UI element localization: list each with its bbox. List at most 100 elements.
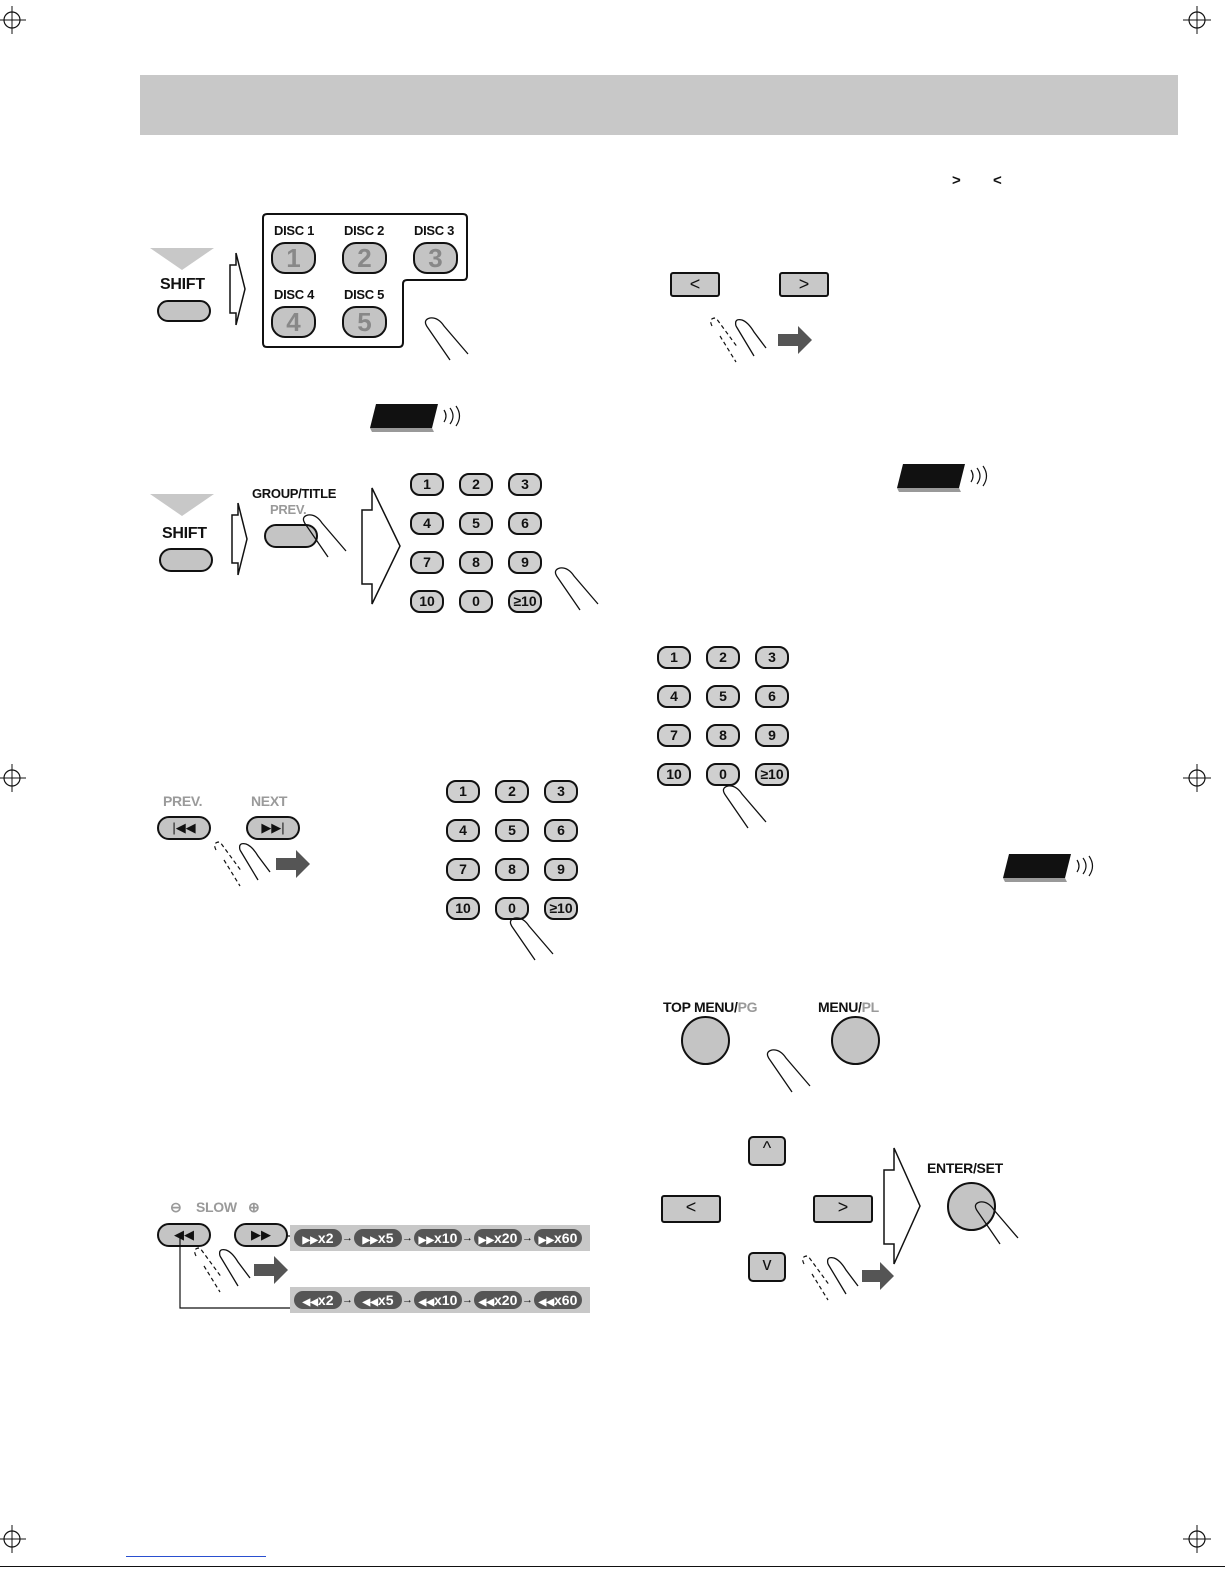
registration-mark-icon [1183,6,1211,34]
numpad-c-key-11[interactable]: ≥10 [544,897,578,920]
numpad-a-key-7[interactable]: 8 [459,551,493,574]
forward-glyph-icon: ▶▶ [362,1235,378,1246]
chevron-up-icon: ^ [762,1138,772,1158]
shift-button[interactable] [157,300,211,322]
forward-speed-0: ▶▶x2 [294,1229,342,1247]
reverse-speed-label: x10 [434,1292,458,1308]
remote-control-icon [370,404,461,432]
reverse-glyph-icon: ◀◀ [538,1297,555,1308]
numpad-c-key-6[interactable]: 7 [446,858,480,881]
forward-glyph-icon: ▶▶ [538,1235,555,1246]
numpad-b-key-4[interactable]: 5 [706,685,740,708]
numpad-b-key-8[interactable]: 9 [755,724,789,747]
disc-4-button[interactable]: 4 [271,306,316,338]
disc-4-label: DISC 4 [274,287,315,302]
numpad-b-key-6[interactable]: 7 [657,724,691,747]
slow-label: SLOW [196,1199,237,1215]
registration-mark-icon [1183,764,1211,792]
menu-button[interactable] [831,1016,880,1065]
step-arrow-icon [229,252,246,326]
arrow-icon: → [462,1232,473,1244]
cursor-down-button[interactable]: v [748,1252,786,1282]
numpad-b-key-3[interactable]: 4 [657,685,691,708]
finger-icon [554,567,599,611]
shift-button[interactable] [159,548,213,572]
disc-5-button[interactable]: 5 [342,306,387,338]
numpad-c-key-3[interactable]: 4 [446,819,480,842]
cursor-left-button[interactable]: < [670,272,720,297]
numpad-b-key-7[interactable]: 8 [706,724,740,747]
chevron-down-icon: v [762,1254,772,1274]
forward-glyph-icon: ▶▶ [302,1235,318,1246]
reverse-glyph-icon: ◀◀ [302,1297,318,1308]
numpad-a-key-9[interactable]: 10 [410,590,444,613]
numpad-b-key-1[interactable]: 2 [706,646,740,669]
numpad-a-key-3[interactable]: 4 [410,512,444,535]
enter-set-button[interactable] [947,1182,996,1231]
reverse-speed-0: ◀◀x2 [294,1291,342,1309]
finger-icon [974,1201,1019,1245]
reverse-glyph-icon: ◀◀ [418,1297,435,1308]
numpad-b-key-5[interactable]: 6 [755,685,789,708]
forward-speed-1: ▶▶x5 [354,1229,402,1247]
numpad-c-key-8[interactable]: 9 [544,858,578,881]
disc-2-button[interactable]: 2 [342,242,387,274]
forward-glyph-icon: ▶▶ [418,1235,435,1246]
finger-icon [302,514,347,558]
disc-3-label: DISC 3 [414,223,455,238]
disc-5-label: DISC 5 [344,287,385,302]
forward-glyph-icon: ▶▶ [478,1235,495,1246]
rewind-button[interactable]: ◀◀ [157,1223,211,1247]
link-underline [126,1556,266,1557]
group-prev-button[interactable] [264,524,318,548]
numpad-c-key-10[interactable]: 0 [495,897,529,920]
numpad-c-key-4[interactable]: 5 [495,819,529,842]
numpad-c-key-1[interactable]: 2 [495,780,529,803]
numpad-b-key-2[interactable]: 3 [755,646,789,669]
left-arrow-glyph: < [993,172,1002,189]
numpad-b-key-0[interactable]: 1 [657,646,691,669]
numpad-a-key-11[interactable]: ≥10 [508,590,542,613]
remote-control-icon [897,464,988,492]
numpad-a-key-2[interactable]: 3 [508,473,542,496]
numpad-a-key-8[interactable]: 9 [508,551,542,574]
cursor-right-button[interactable]: > [779,272,829,297]
forward-speed-label: x2 [317,1230,334,1246]
reverse-speed-2: ◀◀x10 [414,1291,462,1309]
numpad-c-key-5[interactable]: 6 [544,819,578,842]
numpad-a-key-4[interactable]: 5 [459,512,493,535]
finger-icon [424,317,469,361]
cursor-right-button[interactable]: > [813,1195,873,1223]
fast-forward-button[interactable]: ▶▶ [234,1223,288,1247]
numpad-b-key-10[interactable]: 0 [706,763,740,786]
numpad-a-key-10[interactable]: 0 [459,590,493,613]
numpad-c-key-0[interactable]: 1 [446,780,480,803]
header-band [140,75,1178,135]
arrow-icon: → [342,1232,353,1244]
numpad-b-key-9[interactable]: 10 [657,763,691,786]
numpad-a-key-1[interactable]: 2 [459,473,493,496]
numpad-c-key-7[interactable]: 8 [495,858,529,881]
forward-speed-label: x60 [554,1230,578,1246]
disc-3-button[interactable]: 3 [413,242,458,274]
cursor-up-button[interactable]: ^ [748,1136,786,1166]
skip-forward-icon: ▶▶| [261,820,285,835]
plus-icon: ⊕ [248,1199,260,1215]
forward-speed-4: ▶▶x60 [534,1229,582,1247]
disc-1-button[interactable]: 1 [271,242,316,274]
top-menu-button[interactable] [681,1016,730,1065]
numpad-a-key-6[interactable]: 7 [410,551,444,574]
numpad-c-key-2[interactable]: 3 [544,780,578,803]
prev-label: PREV. [270,502,307,517]
finger-press-arrow-icon [710,317,812,363]
top-menu-suffix: PG [737,999,758,1015]
disc-panel-frame [262,213,468,348]
finger-press-arrow-icon [194,1247,288,1293]
numpad-a-key-0[interactable]: 1 [410,473,444,496]
cursor-left-button[interactable]: < [661,1195,721,1223]
prev-button[interactable]: |◀◀ [157,816,211,840]
numpad-c-key-9[interactable]: 10 [446,897,480,920]
numpad-b-key-11[interactable]: ≥10 [755,763,789,786]
next-button[interactable]: ▶▶| [246,816,300,840]
numpad-a-key-5[interactable]: 6 [508,512,542,535]
